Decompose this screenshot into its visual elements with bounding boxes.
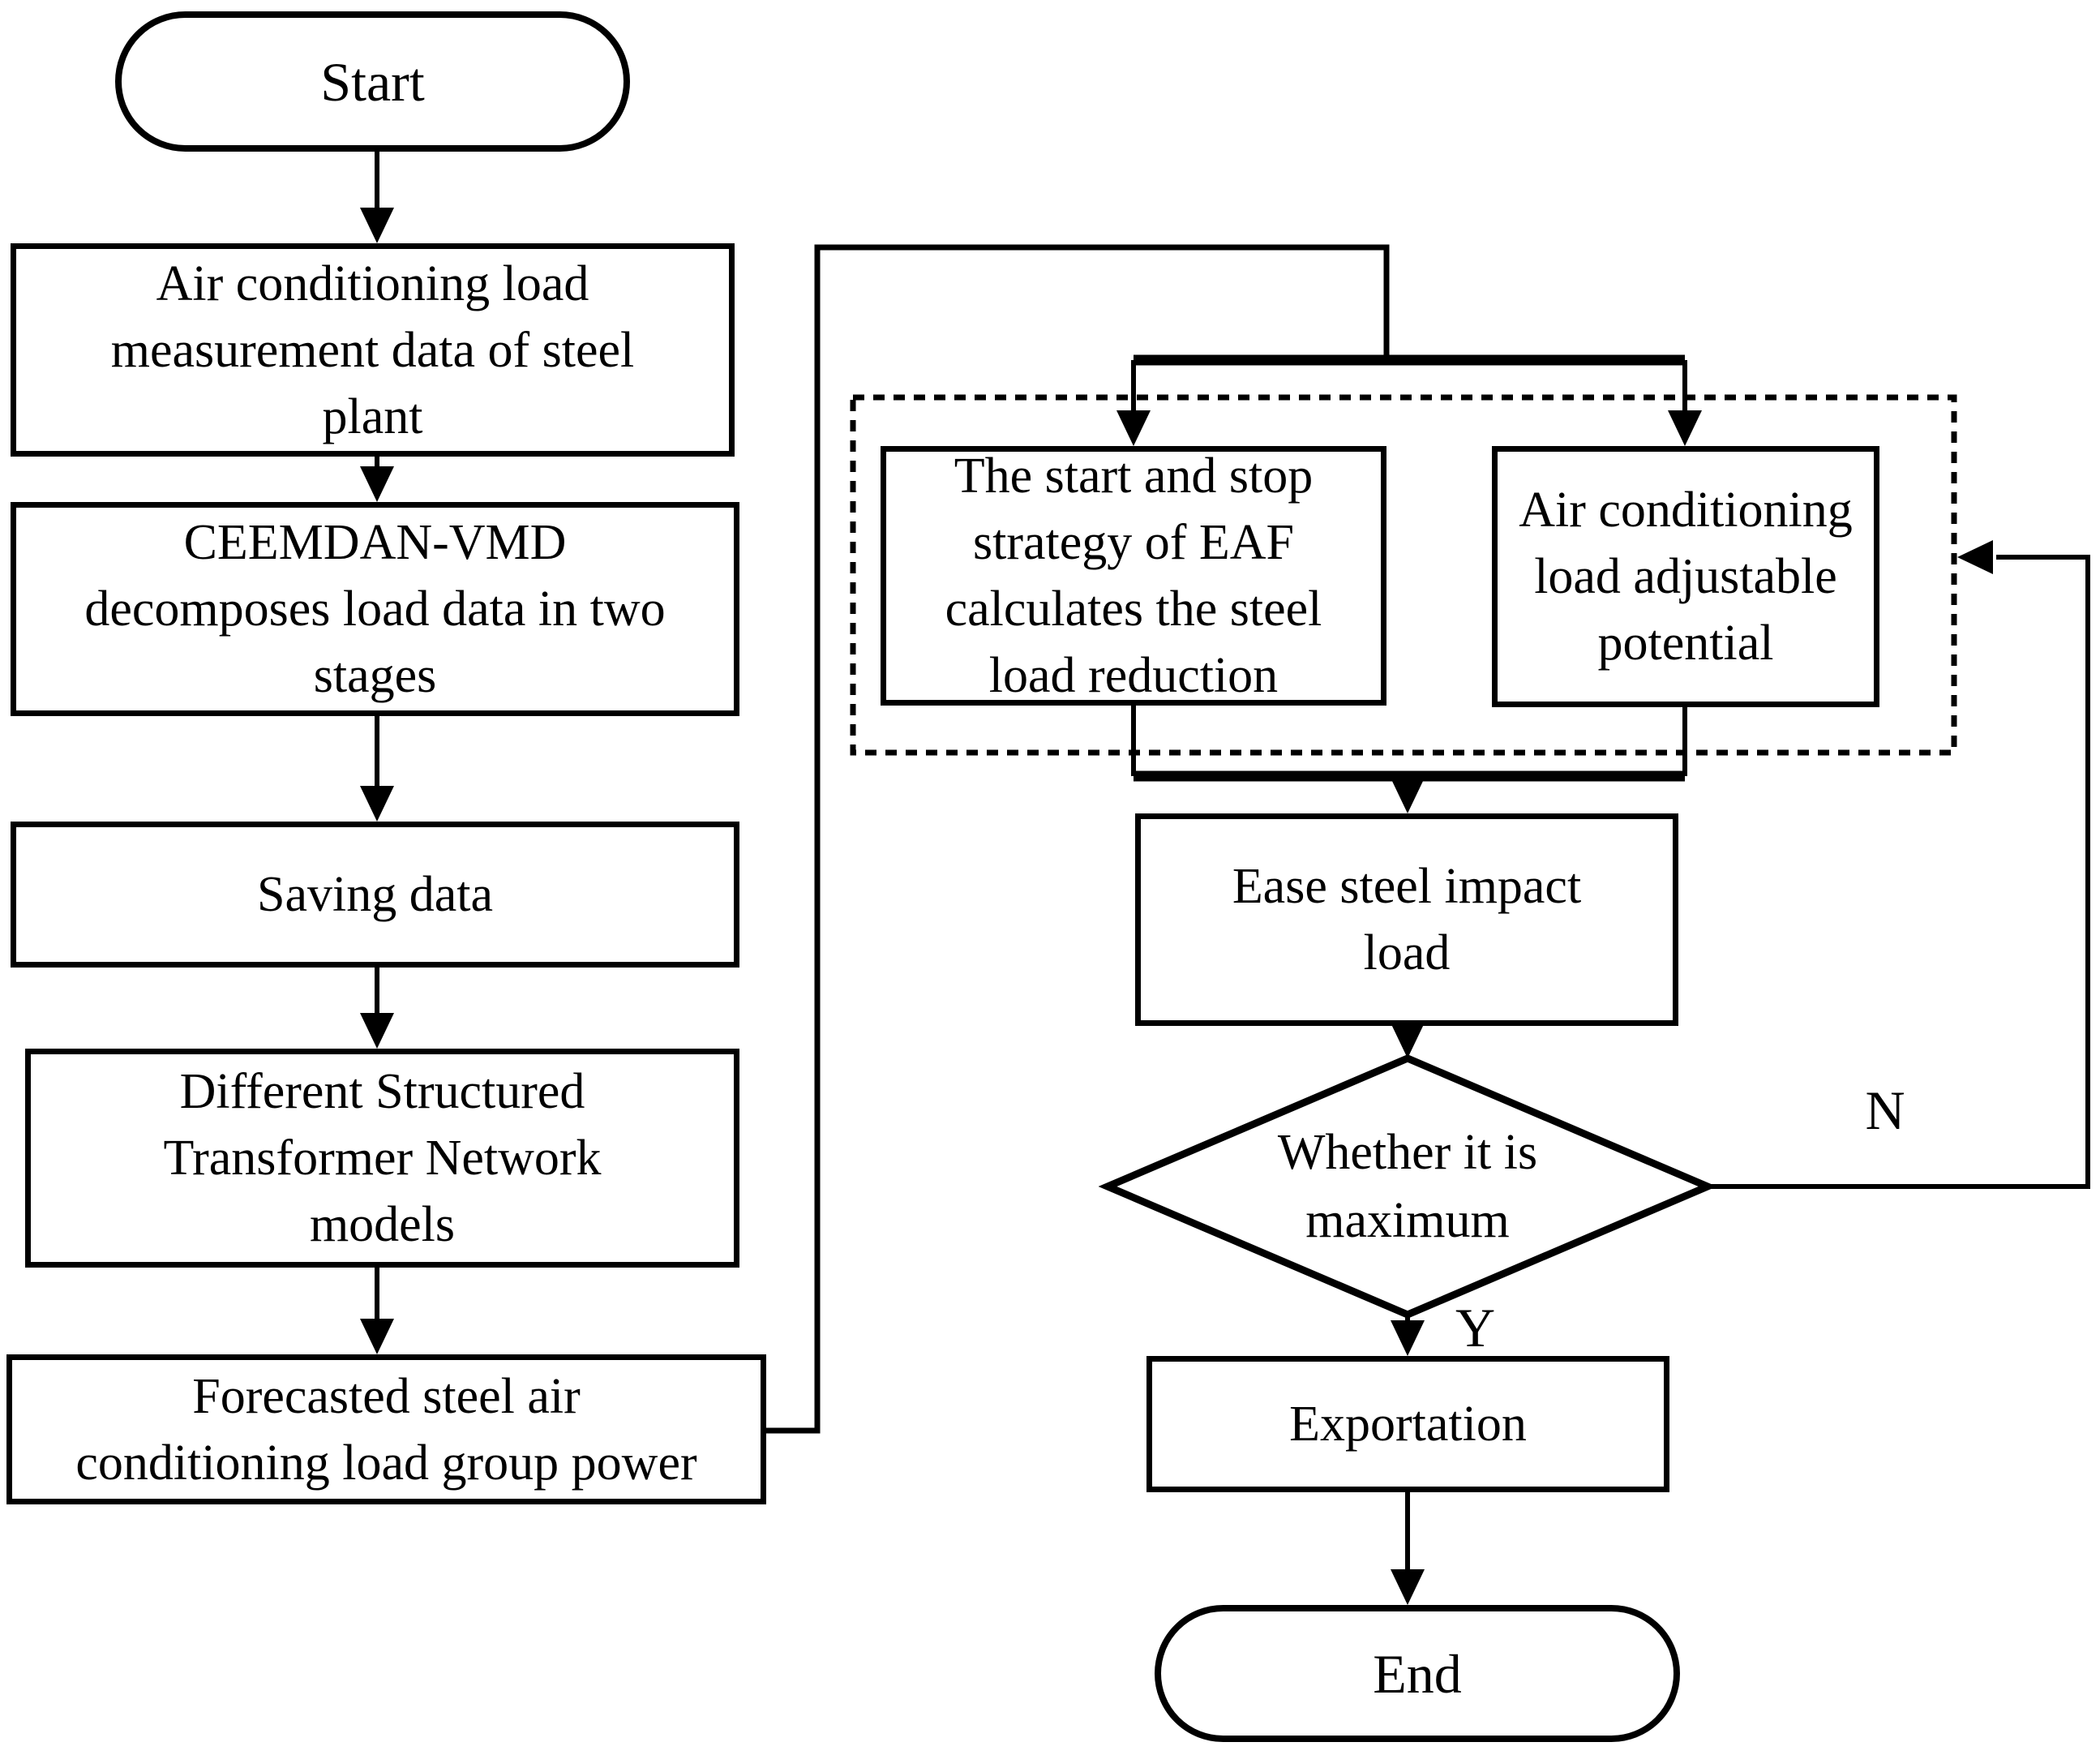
arrowhead-ac xyxy=(1668,410,1702,446)
edge-decision-no-loop xyxy=(1708,555,2090,1189)
node-end: End xyxy=(1155,1605,1680,1742)
node-eaf-strategy-label: The start and stop strategy of EAF calcu… xyxy=(945,448,1322,703)
node-ac-adjustable-potential-label: Air conditioning load adjustable potenti… xyxy=(1519,483,1853,671)
edge-forecast-to-split xyxy=(766,244,1390,1434)
arrowhead-exportation xyxy=(1391,1320,1425,1356)
node-forecast-power-label: Forecasted steel air conditioning load g… xyxy=(75,1368,697,1491)
node-measurement-data-label: Air conditioning load measurement data o… xyxy=(110,255,635,444)
arrowhead-no-loop xyxy=(1957,540,1993,574)
arrowhead-decompose xyxy=(360,466,394,502)
arrowhead-transformer xyxy=(360,1013,394,1049)
node-measurement-data: Air conditioning load measurement data o… xyxy=(11,243,735,457)
decision-yes-label: Y xyxy=(1455,1296,1496,1358)
decision-no-label: N xyxy=(1865,1079,1905,1141)
node-saving-data-label: Saving data xyxy=(257,867,493,922)
node-ease-steel-load: Ease steel impact load xyxy=(1135,813,1678,1026)
node-start: Start xyxy=(115,11,630,152)
node-exportation: Exportation xyxy=(1146,1356,1669,1492)
node-saving-data: Saving data xyxy=(11,822,739,968)
node-transformer-models-label: Different Structured Transformer Network… xyxy=(163,1064,602,1252)
node-decision: Whether it is maximum xyxy=(1197,1105,1618,1268)
node-transformer-models: Different Structured Transformer Network… xyxy=(25,1049,739,1268)
node-ac-adjustable-potential: Air conditioning load adjustable potenti… xyxy=(1492,446,1879,707)
arrowhead-end xyxy=(1391,1569,1425,1605)
node-end-label: End xyxy=(1373,1642,1462,1705)
node-eaf-strategy: The start and stop strategy of EAF calcu… xyxy=(881,446,1386,706)
arrowhead-saving xyxy=(360,786,394,822)
decision-diamond xyxy=(1098,1054,1717,1319)
arrowhead-forecast xyxy=(360,1319,394,1354)
arrowhead-eaf xyxy=(1116,410,1151,446)
node-ceemdan-vmd: CEEMDAN-VMD decomposes load data in two … xyxy=(11,502,739,716)
arrowhead-measurement xyxy=(360,208,394,243)
node-start-label: Start xyxy=(320,50,425,113)
node-forecast-power: Forecasted steel air conditioning load g… xyxy=(6,1354,766,1504)
arrowhead-decision xyxy=(1391,1023,1425,1058)
node-decision-label: Whether it is maximum xyxy=(1277,1125,1538,1248)
node-exportation-label: Exportation xyxy=(1289,1397,1527,1452)
arrowhead-ease xyxy=(1391,778,1425,813)
dashed-group-box xyxy=(850,394,1957,756)
node-ceemdan-vmd-label: CEEMDAN-VMD decomposes load data in two … xyxy=(84,515,666,703)
node-ease-steel-load-label: Ease steel impact load xyxy=(1232,859,1582,980)
